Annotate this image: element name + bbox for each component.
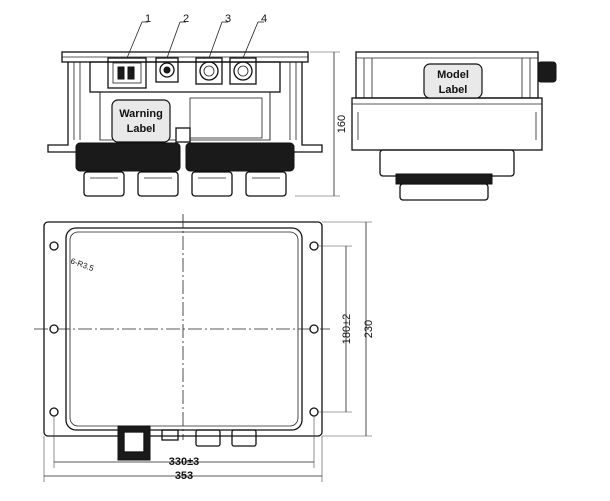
callout-1: 1 (145, 13, 151, 25)
callout-4: 4 (261, 13, 267, 25)
dim-height: 160 (336, 115, 348, 133)
model-label-line1: Model (437, 69, 469, 81)
dim-width: 353 (175, 470, 193, 482)
warning-label-line2: Label (127, 123, 156, 135)
model-label-line2: Label (439, 84, 468, 96)
warning-label-line1: Warning (119, 108, 163, 120)
callout-2: 2 (183, 13, 189, 25)
callout-3: 3 (225, 13, 231, 25)
dim-depth: 230 (363, 320, 375, 338)
dim-hole-pitch-h: 330±3 (169, 456, 200, 468)
side-view: Model Label (351, 51, 557, 201)
top-view: 6-R3.5 180±2 230 330±3 353 (34, 214, 375, 482)
dim-hole-pitch-v: 180±2 (341, 314, 353, 345)
front-view: 1 2 3 4 Warning Label 160 (47, 13, 348, 197)
dim-holes: 6-R3.5 (69, 256, 95, 273)
